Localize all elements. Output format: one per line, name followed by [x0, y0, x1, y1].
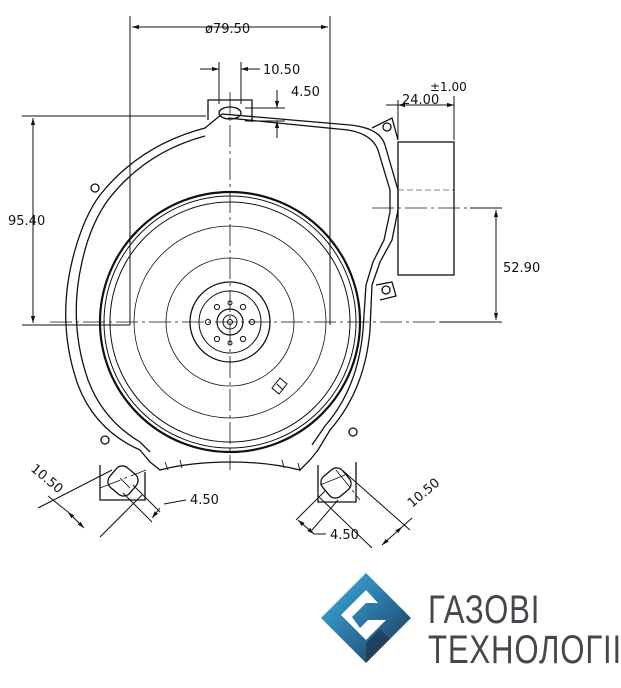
dim-right-foot-slot: 4.50	[330, 528, 359, 543]
company-logo-icon	[321, 573, 411, 663]
logo-text-line1: ГАЗОВІ	[428, 588, 541, 632]
dim-diameter: ø79.50	[205, 22, 250, 37]
dim-left-foot-width: 10.50	[27, 462, 65, 497]
dim-left-foot-slot: 4.50	[190, 493, 219, 508]
center-lines	[50, 92, 500, 501]
dim-tolerance: ±1.00	[430, 80, 467, 94]
dim-right-foot-width: 10.50	[405, 476, 443, 511]
logo-text-line2: ТЕХНОЛОГІІ	[428, 628, 621, 672]
dim-outlet-height: 52.90	[503, 261, 540, 276]
housing-outline	[65, 99, 455, 503]
dim-top-slot-height: 4.50	[291, 85, 320, 100]
dimension-lines	[22, 16, 502, 549]
dim-center-height: 95.40	[8, 214, 45, 229]
dim-top-slot-width: 10.50	[263, 63, 300, 78]
dim-outlet-depth: 24.00	[402, 93, 439, 108]
